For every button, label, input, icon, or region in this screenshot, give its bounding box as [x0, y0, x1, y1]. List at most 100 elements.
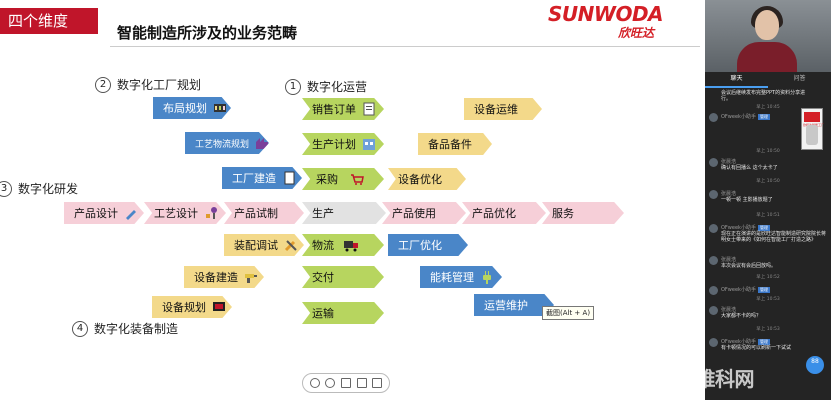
presentation-slide: 四个维度 智能制造所涉及的业务范畴 SUNWODA 欣旺达 2 数字化工厂规划 … [0, 0, 705, 400]
chevron-label: 生产 [312, 207, 334, 220]
fit-screen-icon[interactable] [340, 378, 351, 388]
chevron-energy-management: 能耗管理 [420, 266, 502, 288]
zoom-out-icon[interactable] [325, 378, 336, 388]
admin-badge: 管理 [757, 225, 770, 231]
admin-badge: 管理 [757, 114, 770, 120]
calendar-icon [362, 137, 376, 151]
chevron-label: 设备规划 [162, 301, 206, 314]
sunwoda-logo-chinese: 欣旺达 [618, 26, 655, 40]
chevron-production-plan: 生产计划 [302, 133, 384, 155]
chevron-logistics-planning: 工艺物流规划 [185, 132, 269, 154]
chevron-label: 运输 [312, 307, 334, 320]
zoom-in-icon[interactable] [309, 378, 320, 388]
chevron-label: 销售订单 [312, 103, 356, 116]
message-time: 早上 10:53 [756, 297, 780, 302]
pencil-icon [124, 206, 138, 220]
message-time: 早上 10:52 [756, 275, 780, 280]
speaker-face [755, 10, 779, 40]
message-time: 早上 10:50 [756, 179, 780, 184]
avatar [709, 190, 718, 199]
chevron-label: 设备优化 [398, 173, 442, 186]
watermark-chinese: 维科网 [695, 367, 755, 391]
wrench-icon [284, 238, 298, 252]
chevron-operations-maintenance: 运营维护 [474, 294, 554, 316]
admin-badge: 管理 [757, 339, 770, 345]
dimension-text: 数字化工厂规划 [117, 78, 202, 92]
chevron-label: 产品优化 [472, 207, 516, 220]
sender-name-text: OFweek小助手 [721, 287, 756, 293]
admin-badge: 管理 [757, 287, 770, 293]
sender-name: OFweek小助手管理 [721, 224, 770, 231]
chevron-spare-parts: 备品备件 [418, 133, 492, 155]
monitor-icon [212, 300, 226, 314]
chevron-label: 工厂优化 [398, 239, 442, 252]
dimension-number: 1 [285, 78, 301, 95]
message-time: 早上 10:50 [756, 149, 780, 154]
avatar [709, 338, 718, 347]
tab-qa[interactable]: 问答 [793, 75, 806, 82]
dimension-label-equipment-manufacturing: 4 数字化装备制造 [72, 320, 178, 337]
dimension-label-rd: 3 数字化研发 [0, 180, 78, 197]
online-count-badge[interactable]: 88 [806, 356, 824, 374]
chevron-assembly-debug: 装配调试 [224, 234, 304, 256]
chevron-label: 能耗管理 [430, 271, 474, 284]
tab-chat[interactable]: 聊天 [705, 72, 768, 88]
chevron-label: 物流 [312, 239, 334, 252]
avatar [709, 256, 718, 265]
chevron-label: 生产计划 [312, 138, 356, 151]
plug-icon [480, 270, 494, 284]
chevron-production: 生产 [302, 202, 386, 224]
sender-name: 张晨浩 [721, 191, 737, 197]
chevron-product-optimization: 产品优化 [462, 202, 546, 224]
speaker-video [705, 0, 831, 72]
chat-message-list[interactable]: 会议后继续发布完整PPT的资料分享进行。 早上 10:45 OFweek小助手管… [705, 90, 831, 400]
chevron-label: 交付 [312, 271, 334, 284]
shopping-cart-icon [350, 172, 364, 186]
slide-title: 智能制造所涉及的业务范畴 [117, 24, 298, 42]
dimension-number: 2 [95, 76, 111, 93]
sender-name: 张晨浩 [721, 257, 737, 263]
chevron-factory-construction: 工厂建造 [222, 167, 302, 189]
dimension-label-operations: 1 数字化运营 [285, 78, 367, 95]
sunwoda-logo: SUNWODA [548, 2, 664, 26]
sender-name-text: OFweek小助手 [721, 114, 756, 120]
chevron-delivery: 交付 [302, 266, 384, 288]
message-text: 确认有回播么 这个太卡了 [721, 165, 778, 171]
chevron-process-design: 工艺设计 [144, 202, 226, 224]
chevron-equipment-optimization: 设备优化 [388, 168, 466, 190]
chevron-product-trial: 产品试制 [224, 202, 304, 224]
chevron-label: 运营维护 [484, 299, 528, 312]
sender-name: 张晨浩 [721, 307, 737, 313]
chevron-equipment-build: 设备建造 [184, 266, 264, 288]
chevron-layout-planning: 布局规划 [153, 97, 231, 119]
speaker-figure [737, 42, 797, 72]
message-text: 会议后继续发布完整PPT的资料分享进行。 [721, 90, 806, 102]
title-divider [110, 46, 700, 47]
clipboard-icon [362, 102, 376, 116]
dimension-text: 数字化研发 [18, 182, 79, 196]
image-banner [804, 112, 820, 122]
sender-name-text: OFweek小助手 [721, 339, 756, 345]
chevron-equipment-planning: 设备规划 [152, 296, 232, 318]
message-text: 一顿一顿 主影播放题了 [721, 197, 773, 203]
screenshot-shortcut-tooltip: 截图(Alt + A) [542, 306, 595, 320]
delivery-truck-icon [344, 238, 358, 252]
dimension-label-factory-planning: 2 数字化工厂规划 [95, 76, 201, 93]
pan-hand-icon[interactable] [356, 378, 367, 388]
chevron-equipment-om: 设备运维 [464, 98, 542, 120]
chevron-label: 服务 [552, 207, 574, 220]
sender-name: OFweek小助手管理 [721, 338, 770, 345]
watermark-brand: OFweek [600, 367, 696, 392]
avatar [709, 158, 718, 167]
drill-icon [244, 270, 258, 284]
chevron-transport: 运输 [302, 302, 384, 324]
fullscreen-icon[interactable] [372, 378, 383, 388]
message-time: 早上 10:45 [756, 105, 780, 110]
chevron-sales-order: 销售订单 [302, 98, 384, 120]
dimension-text: 数字化装备制造 [94, 322, 179, 336]
chevron-label: 采购 [316, 173, 338, 186]
dimension-text: 数字化运营 [307, 80, 368, 94]
chat-image[interactable]: 欣旺达智能工厂 [801, 108, 824, 150]
sender-name: 张晨浩 [721, 159, 737, 165]
